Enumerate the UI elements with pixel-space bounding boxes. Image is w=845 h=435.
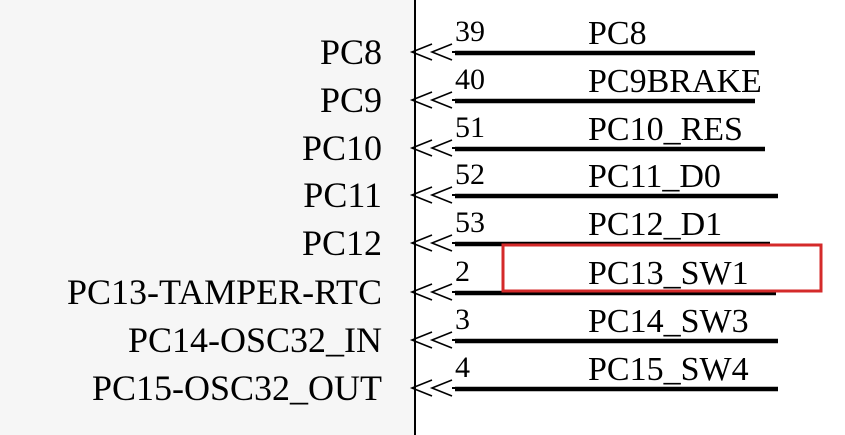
net-label[interactable]: PC13_SW1 — [588, 255, 749, 292]
pin-name-label: PC12 — [302, 223, 382, 263]
net-label[interactable]: PC15_SW4 — [588, 351, 749, 388]
pin-number-label: 40 — [455, 63, 485, 96]
highlight-box — [501, 243, 823, 293]
input-arrow-icon — [429, 331, 453, 349]
input-arrow-icon — [429, 43, 453, 61]
pin-name-label: PC8 — [320, 32, 382, 72]
pin-number-label: 3 — [455, 303, 470, 336]
input-arrow-icon — [409, 283, 433, 301]
pin-number-label: 52 — [455, 158, 485, 191]
pin-name-label: PC14-OSC32_IN — [128, 320, 382, 360]
input-arrow-icon — [409, 186, 433, 204]
pin-number-label: 2 — [455, 255, 470, 288]
input-arrow-icon — [409, 379, 433, 397]
input-arrow-icon — [409, 331, 433, 349]
pin-name-label: PC10 — [302, 128, 382, 168]
input-arrow-icon — [429, 379, 453, 397]
net-label[interactable]: PC14_SW3 — [588, 303, 749, 340]
pin-name-label: PC13-TAMPER-RTC — [67, 272, 382, 312]
pin-number-label: 39 — [455, 15, 485, 48]
pin-number-label: 51 — [455, 111, 485, 144]
pin-number-label: 4 — [455, 351, 470, 384]
input-arrow-icon — [409, 234, 433, 252]
net-label[interactable]: PC8 — [588, 15, 647, 52]
pin-name-label: PC15-OSC32_OUT — [92, 368, 382, 408]
input-arrow-icon — [409, 43, 433, 61]
net-label[interactable]: PC10_RES — [588, 111, 743, 148]
input-arrow-icon — [429, 186, 453, 204]
net-label[interactable]: PC12_D1 — [588, 206, 722, 243]
pin-name-label: PC9 — [320, 80, 382, 120]
net-label[interactable]: PC9BRAKE — [588, 63, 762, 100]
input-arrow-icon — [429, 234, 453, 252]
pin-number-label: 53 — [455, 206, 485, 239]
component-body — [0, 0, 415, 435]
input-arrow-icon — [429, 283, 453, 301]
pin-name-label: PC11 — [303, 175, 382, 215]
input-arrow-icon — [429, 139, 453, 157]
net-label[interactable]: PC11_D0 — [588, 158, 721, 195]
input-arrow-icon — [409, 139, 433, 157]
input-arrow-icon — [409, 91, 433, 109]
input-arrow-icon — [429, 91, 453, 109]
